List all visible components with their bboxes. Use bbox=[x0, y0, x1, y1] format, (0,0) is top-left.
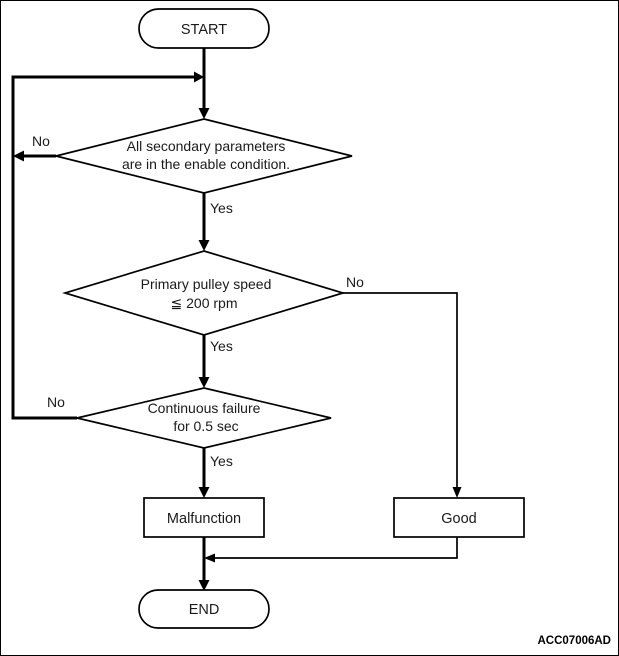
decision3-text-line1: Continuous failure bbox=[148, 400, 261, 416]
decision2-diamond-shape bbox=[62, 250, 346, 336]
decision1-text-line1: All secondary parameters bbox=[127, 138, 286, 154]
edge-d1-yes-arrowhead bbox=[198, 240, 210, 251]
decision2-text-line1: Primary pulley speed bbox=[141, 276, 272, 292]
edge-d2-yes-label: Yes bbox=[210, 338, 233, 354]
start-label: START bbox=[181, 22, 227, 38]
edge-d2-no-arrowhead bbox=[452, 487, 462, 498]
node-start: START bbox=[138, 8, 270, 49]
edge-d1-no-arrowhead bbox=[13, 150, 24, 162]
good-box-shape bbox=[393, 497, 525, 538]
edge-decision1-no: No bbox=[13, 133, 56, 162]
edge-d2-no-line bbox=[343, 292, 458, 492]
edge-d3-no-label: No bbox=[47, 394, 65, 410]
node-decision-continuous-failure: Continuous failure for 0.5 sec bbox=[76, 387, 332, 449]
edge-d3-yes-label: Yes bbox=[210, 453, 233, 469]
decision1-text-line2: are in the enable condition. bbox=[122, 156, 290, 172]
edge-good-merge-arrowhead bbox=[204, 553, 215, 563]
edge-d2-no-label: No bbox=[346, 274, 364, 290]
loopback-arrowhead-right bbox=[194, 71, 204, 83]
figure-reference-caption: ACC07006AD bbox=[537, 635, 611, 647]
node-decision-secondary-parameters: All secondary parameters are in the enab… bbox=[55, 118, 353, 194]
edge-malfunction-end-arrowhead bbox=[198, 580, 210, 591]
end-terminator-shape bbox=[138, 589, 270, 629]
node-decision-primary-pulley-speed: Primary pulley speed ≦ 200 rpm bbox=[62, 250, 346, 336]
edge-decision2-no: No bbox=[343, 274, 462, 498]
node-good: Good bbox=[393, 497, 525, 538]
edge-decision1-yes: Yes bbox=[198, 193, 233, 251]
edge-decision3-yes: Yes bbox=[198, 448, 233, 498]
good-label: Good bbox=[441, 511, 476, 527]
edge-malfunction-to-end bbox=[198, 537, 210, 591]
edge-good-to-merge bbox=[204, 537, 458, 563]
edge-good-merge-line bbox=[215, 537, 458, 559]
edge-d2-yes-arrowhead bbox=[198, 377, 210, 388]
malfunction-label: Malfunction bbox=[167, 511, 241, 527]
edge-d1-no-label: No bbox=[32, 133, 50, 149]
node-malfunction: Malfunction bbox=[143, 497, 265, 538]
decision2-text-line2: ≦ 200 rpm bbox=[171, 295, 238, 311]
end-label: END bbox=[189, 602, 220, 618]
edge-decision3-no: No bbox=[13, 394, 77, 420]
edge-d3-yes-arrowhead bbox=[198, 487, 210, 498]
node-end: END bbox=[138, 589, 270, 629]
edge-start-d1-arrowhead bbox=[198, 108, 210, 119]
loop-back-connector bbox=[11, 71, 204, 420]
decision3-text-line2: for 0.5 sec bbox=[173, 418, 238, 434]
edge-decision2-yes: Yes bbox=[198, 335, 233, 388]
edge-d1-yes-label: Yes bbox=[210, 200, 233, 216]
edge-start-to-decision1 bbox=[198, 48, 210, 119]
